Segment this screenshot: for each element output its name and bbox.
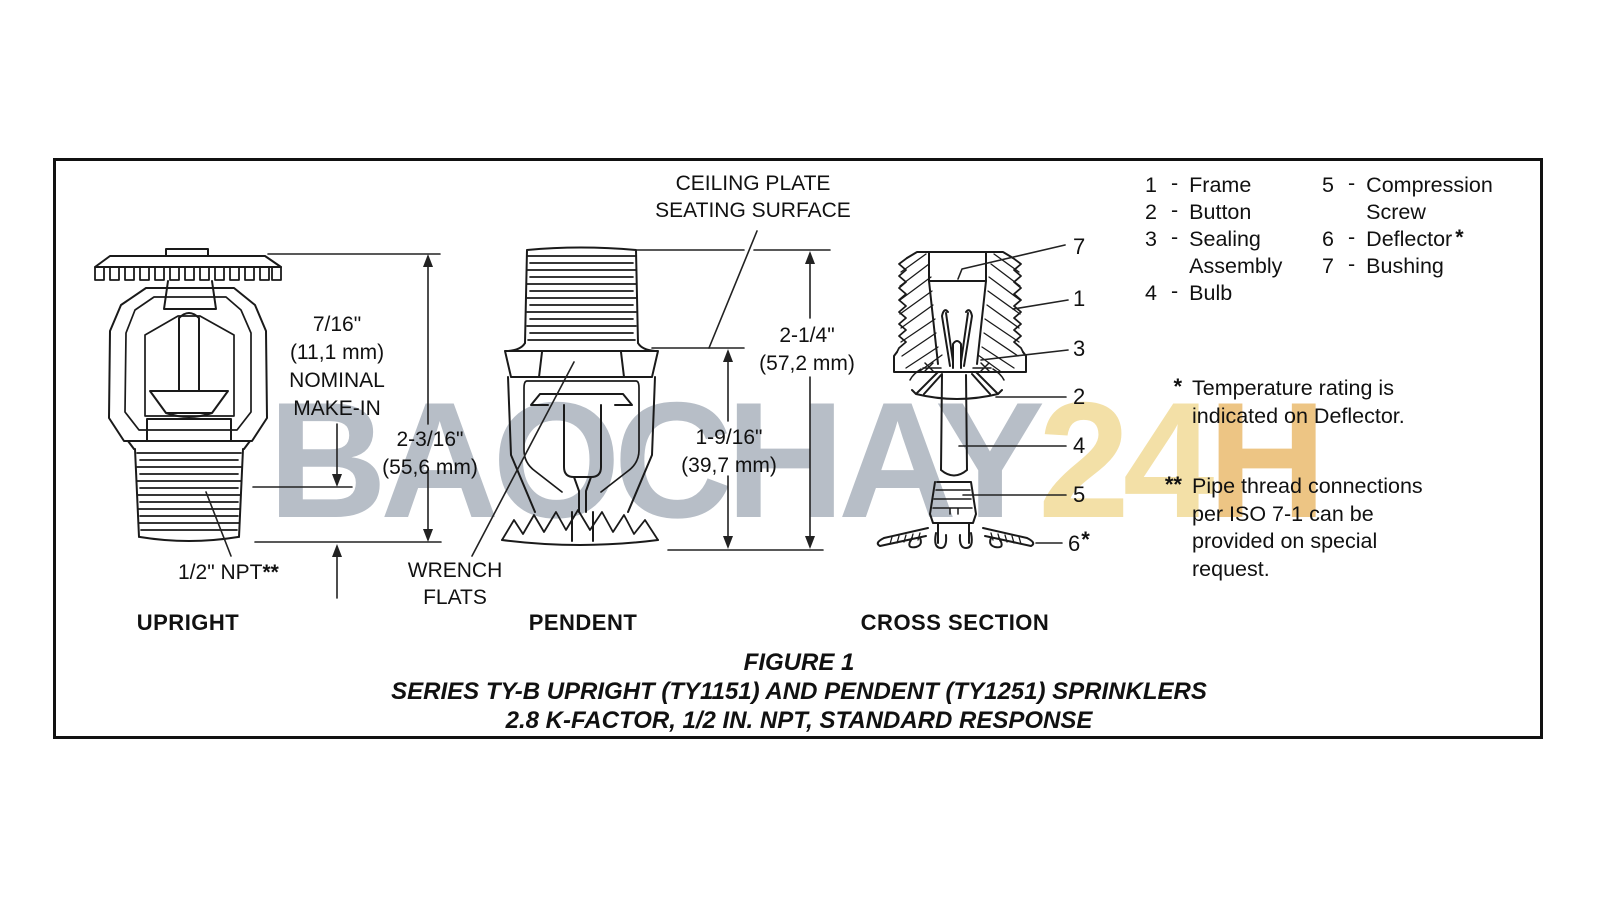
upright-section-label: UPRIGHT (136, 610, 240, 635)
note-2-text: Pipe thread connections per ISO 7-1 can … (1192, 474, 1423, 581)
figure-caption-line-1: FIGURE 1 (743, 649, 855, 676)
thread-label-stars: ** (262, 561, 279, 584)
callout-1: 1 (1073, 286, 1086, 311)
figure-caption-line-3: 2.8 K-FACTOR, 1/2 IN. NPT, STANDARD RESP… (505, 707, 1093, 734)
figure-caption-line-2: SERIES TY-B UPRIGHT (TY1151) AND PENDENT… (391, 678, 1207, 705)
note-1-text: Temperature rating is indicated on Defle… (1192, 376, 1405, 428)
legend-item-bushing: 7-Bushing (1322, 252, 1444, 278)
callout-7: 7 (1073, 234, 1086, 259)
parts-legend-left: 1-Frame 2-Button 3-Sealing Assembly 4-Bu… (1145, 171, 1283, 307)
watermark-cream-text: 24 (1038, 368, 1215, 552)
watermark-orange-text: H (1207, 368, 1327, 552)
callout-6: 6* (1068, 527, 1090, 556)
callout-2: 2 (1073, 384, 1086, 409)
callout-4: 4 (1073, 433, 1086, 458)
wrench-flats-label: WRENCH FLATS (407, 559, 503, 609)
callout-6-star: * (1081, 527, 1090, 552)
legend-item-sealing-assembly: 3-Sealing Assembly (1145, 225, 1283, 278)
pendent-section-label: PENDENT (528, 610, 638, 635)
legend-item-compression-screw: 5-Compression Screw (1322, 171, 1493, 224)
callout-3: 3 (1073, 336, 1086, 361)
callout-5: 5 (1073, 482, 1086, 507)
cross-section-label: CROSS SECTION (860, 610, 1050, 635)
deflector-star: * (1455, 225, 1464, 249)
legend-item-button: 2-Button (1145, 198, 1252, 224)
note-2-marker: ** (1164, 472, 1182, 497)
pendent-overall-dimension: 2-1/4" (57,2 mm) (759, 324, 855, 375)
note-1-marker: * (1173, 374, 1182, 399)
figure-caption: FIGURE 1 SERIES TY-B UPRIGHT (TY1151) AN… (299, 648, 1299, 735)
legend-item-bulb: 4-Bulb (1145, 279, 1233, 305)
ceiling-plate-label: CEILING PLATE SEATING SURFACE (655, 172, 851, 222)
upright-make-in-dimension: 7/16" (11,1 mm) NOMINAL MAKE-IN (289, 313, 385, 420)
legend-item-frame: 1-Frame (1145, 171, 1252, 197)
upright-thread-label: 1/2" NPT** (178, 561, 279, 584)
legend-item-deflector: 6-Deflector* (1322, 225, 1464, 251)
figure-border (53, 158, 1543, 739)
parts-legend-right: 5-Compression Screw 6-Deflector* 7-Bushi… (1322, 171, 1493, 280)
upright-height-dimension: 2-3/16" (55,6 mm) (382, 428, 478, 479)
pendent-partial-dimension: 1-9/16" (39,7 mm) (681, 426, 777, 477)
